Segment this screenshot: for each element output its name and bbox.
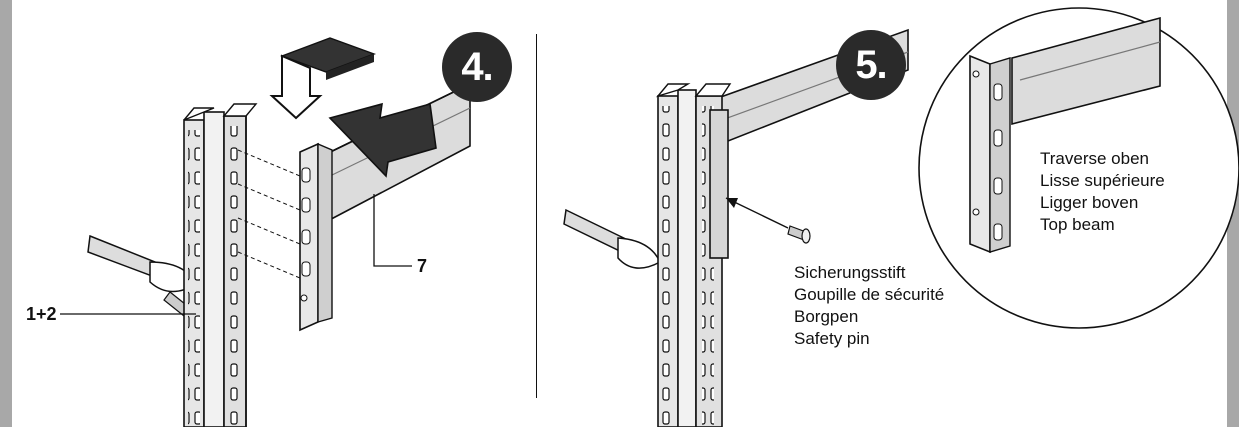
- step-4-badge: 4.: [442, 32, 512, 102]
- safety-pin-fr: Goupille de sécurité: [794, 285, 945, 304]
- callout-upright-label: 1+2: [26, 304, 57, 324]
- push-down-arrow: [269, 37, 377, 120]
- top-beam-fr: Lisse supérieure: [1040, 171, 1165, 190]
- safety-pin-caption: Sicherungsstift Goupille de sécurité Bor…: [794, 262, 944, 350]
- safety-pin-part: [725, 197, 811, 244]
- step-divider: [536, 34, 537, 398]
- step-5-badge: 5.: [836, 30, 906, 100]
- push-in-arrow: [328, 102, 437, 178]
- upright-post-right: [655, 83, 732, 427]
- alignment-guides: [237, 149, 301, 279]
- top-beam-en: Top beam: [1040, 215, 1115, 234]
- upright-post-left: [183, 103, 258, 427]
- leader-beam: [373, 194, 412, 267]
- safety-pin-nl: Borgpen: [794, 307, 859, 326]
- screwdriver-right: [563, 208, 661, 269]
- safety-pin-de: Sicherungsstift: [794, 263, 906, 282]
- safety-pin-en: Safety pin: [794, 329, 870, 348]
- top-beam-caption: Traverse oben Lisse supérieure Ligger bo…: [1040, 148, 1165, 236]
- top-beam-inset: [918, 7, 1239, 329]
- callout-beam-label: 7: [417, 256, 428, 276]
- top-beam-de: Traverse oben: [1040, 149, 1149, 168]
- screwdriver-left: [87, 234, 197, 317]
- top-beam-nl: Ligger boven: [1040, 193, 1139, 212]
